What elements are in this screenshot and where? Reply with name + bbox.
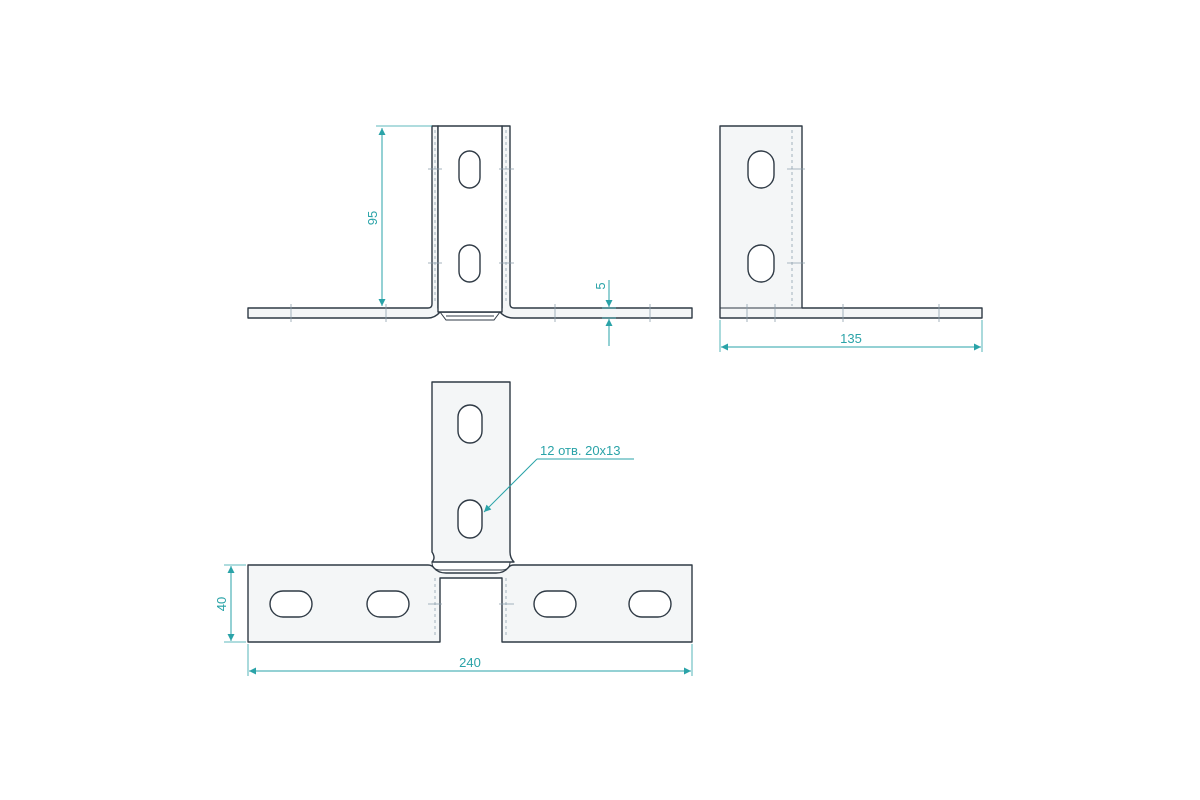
dimension-95: 95 [365, 125, 432, 306]
top-view-slot-base-4 [628, 590, 672, 618]
hole-callout-label: 12 отв. 20x13 [540, 443, 621, 458]
side-view [719, 125, 983, 322]
side-view-outline [719, 125, 983, 319]
dimension-135: 135 [719, 320, 983, 352]
front-view-slot-lower [458, 244, 481, 283]
dimension-40-label: 40 [214, 597, 229, 611]
dimension-240-label: 240 [459, 655, 481, 670]
top-view-base [247, 564, 693, 643]
front-view [247, 125, 693, 322]
side-view-ticks [746, 168, 940, 322]
hole-callout: 12 отв. 20x13 [483, 443, 634, 513]
dimension-95-label: 95 [365, 211, 380, 225]
top-view [247, 381, 693, 643]
dimension-40: 40 [214, 564, 246, 643]
top-view-slot-lower [457, 499, 483, 539]
dimension-5-label: 5 [593, 282, 608, 289]
top-view-channel-inner [431, 561, 511, 571]
front-view-bend [439, 311, 501, 321]
top-view-slot-base-3 [533, 590, 577, 618]
side-view-slot-upper [747, 150, 775, 189]
top-view-slot-base-1 [269, 590, 313, 618]
top-view-slot-upper [457, 404, 483, 444]
dimension-5: 5 [593, 280, 616, 346]
front-view-ticks [290, 168, 651, 322]
top-view-slot-base-2 [366, 590, 410, 618]
front-view-slot-upper [458, 150, 481, 189]
dimension-135-label: 135 [840, 331, 862, 346]
dimension-240: 240 [247, 644, 693, 676]
top-view-upright [431, 381, 515, 563]
front-view-outline [247, 125, 693, 319]
side-view-slot-lower [747, 244, 775, 283]
